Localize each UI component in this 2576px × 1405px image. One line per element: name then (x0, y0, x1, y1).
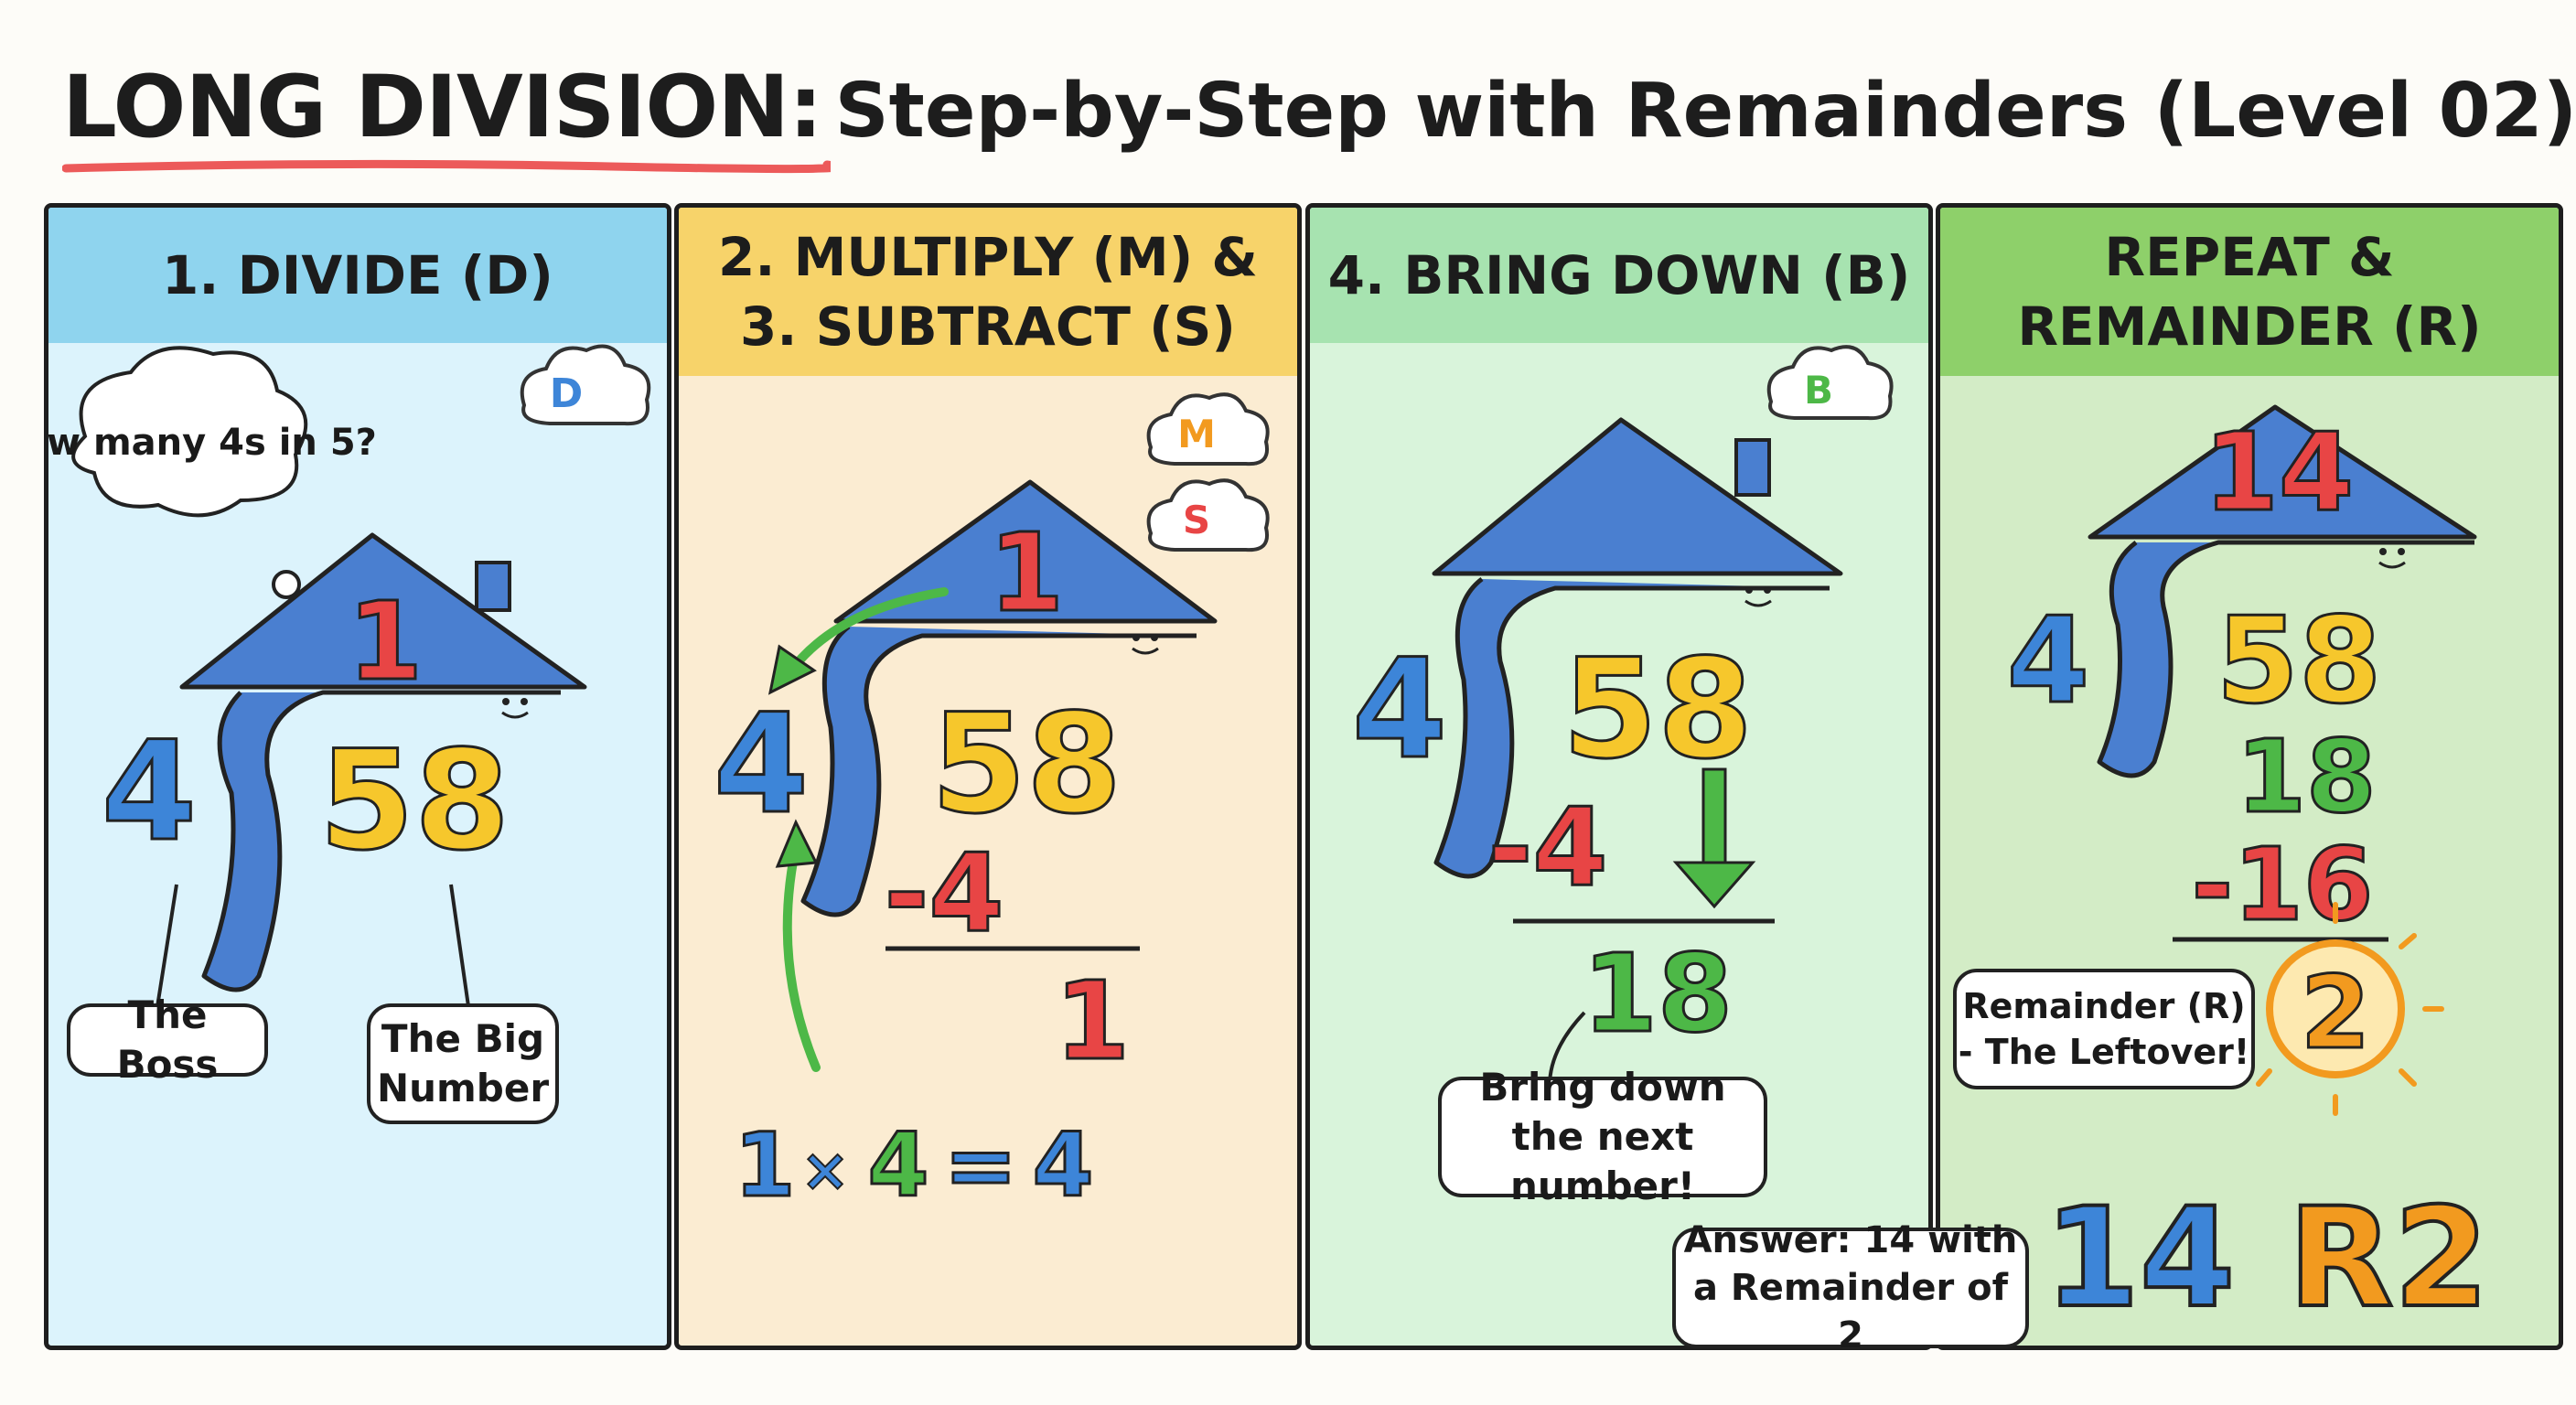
sun-highlight (2256, 902, 2444, 1116)
cloud-letter: B (1804, 368, 1833, 413)
panel-repeat-remainder: REPEAT & REMAINDER (R) 14 4 58 18 -16 2 … (1936, 203, 2563, 1350)
remainder-callout: Remainder (R) - The Leftover! (1953, 969, 2255, 1089)
cloud-letter-s: S (1183, 498, 1210, 542)
panel-heading: REPEAT & REMAINDER (R) (1940, 208, 2559, 376)
answer-number: 14 (2045, 1179, 2236, 1338)
equation-factor-a: 1 (735, 1114, 796, 1217)
house-icon (2088, 404, 2477, 778)
difference-value: 1 (1055, 958, 1130, 1084)
subtract-value: -4 (884, 830, 1004, 956)
title-subtitle: Step-by-Step with Remainders (Level 02) (834, 68, 2576, 155)
panel-bring-down-illustration: B 4 58 -4 18 (1350, 345, 1894, 1087)
panel-repeat-illustration: 14 4 58 18 -16 2 14 R2 (2005, 404, 2491, 1340)
cloud-letter: D (550, 370, 584, 417)
dividend: 58 (319, 722, 510, 881)
result-value: 18 (1583, 930, 1733, 1056)
panel-heading: 2. MULTIPLY (M) & 3. SUBTRACT (S) (679, 208, 1297, 376)
panel-heading: 4. BRING DOWN (B) (1310, 208, 1928, 343)
house-icon (800, 479, 1218, 917)
quotient-digit: 1 (989, 509, 1064, 636)
bring-down-callout: Bring down the next number! (1438, 1065, 1767, 1208)
panel-multiply-subtract: 2. MULTIPLY (M) & 3. SUBTRACT (S) M S 1 … (674, 203, 1302, 1350)
step-value: 18 (2236, 718, 2376, 835)
answer-remainder: R2 (2288, 1179, 2489, 1338)
label-the-boss: The Boss (67, 992, 268, 1087)
title-underline (62, 159, 831, 174)
quotient-digits: 14 (2204, 409, 2354, 535)
panel-heading: 1. DIVIDE (D) (48, 208, 667, 343)
house-icon (1432, 417, 1843, 879)
remainder-value: 2 (2301, 954, 2371, 1071)
arrow-icon (784, 587, 949, 679)
divisor: 4 (102, 713, 197, 872)
equation-result: 4 (1033, 1114, 1094, 1217)
dividend: 58 (931, 685, 1122, 844)
arrow-icon (782, 834, 821, 1072)
panel-divide-illustration: D How many 4s in 5? 1 4 58 (48, 344, 651, 1014)
subtract-value: -4 (1487, 784, 1607, 910)
cloud-icon: D (520, 344, 651, 426)
cloud-icon: B (1766, 345, 1894, 421)
dividend: 58 (1562, 630, 1754, 789)
house-icon (179, 532, 587, 992)
page-title: LONG DIVISION:Step-by-Step with Remainde… (62, 44, 2576, 172)
dividend: 58 (2216, 591, 2382, 730)
thought-text: How many 4s in 5? (48, 422, 377, 464)
equation-factor-b: 4 (868, 1114, 929, 1217)
panel-bring-down: 4. BRING DOWN (B) B 4 58 -4 18 Bring dow… (1305, 203, 1933, 1350)
divisor: 4 (714, 685, 809, 844)
subtract-value: -16 (2192, 826, 2374, 943)
title-main: LONG DIVISION: (62, 58, 823, 157)
quotient-digit: 1 (348, 578, 423, 704)
equation-equals: = (944, 1114, 1017, 1217)
down-arrow-icon (1672, 767, 1756, 909)
cloud-icon: M (1146, 392, 1270, 467)
divisor: 4 (1352, 630, 1447, 789)
panel-divide: 1. DIVIDE (D) D How many 4s in 5? 1 4 58… (44, 203, 671, 1350)
divisor: 4 (2007, 591, 2089, 730)
panel-multiply-illustration: M S 1 4 58 -4 1 1 × 4 = 4 (712, 392, 1270, 1218)
equation-times: × (800, 1137, 850, 1205)
cloud-icon: S (1146, 478, 1270, 552)
cloud-letter-m: M (1177, 412, 1216, 456)
answer-callout: Answer: 14 with a Remainder of 2 (1672, 1219, 2029, 1357)
label-the-big-number: The Big Number (367, 1003, 559, 1124)
